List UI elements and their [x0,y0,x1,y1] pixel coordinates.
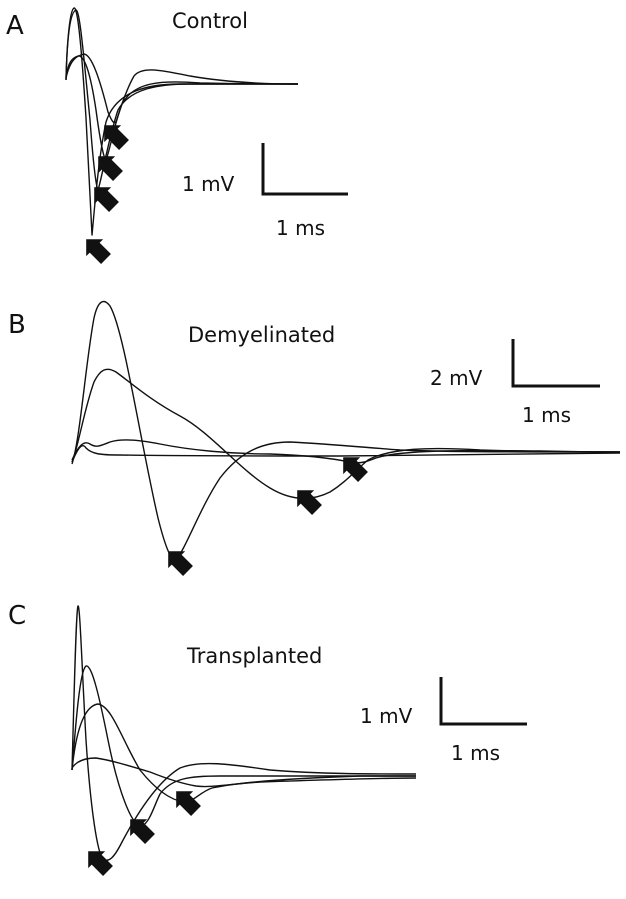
panel-letter: A [6,11,24,41]
peak-arrow [104,125,129,150]
scale-voltage-label: 1 mV [182,172,235,196]
panel-a: A Control 1 mV 1 ms [6,7,348,264]
scale-time-label: 1 ms [451,741,500,765]
peak-arrow [176,791,201,816]
peak-arrow [343,457,368,482]
scale-bar [511,339,600,388]
peak-arrow [94,187,119,212]
peak-arrow [168,551,193,576]
peak-arrow [88,851,113,876]
trace-4 [71,445,621,463]
panel-c: C Transplanted 1 mV 1 ms [8,601,527,876]
peak-arrow [297,490,322,515]
condition-label: Demyelinated [188,323,335,347]
scale-time-label: 1 ms [522,403,571,427]
scale-voltage-label: 1 mV [360,704,413,728]
scale-bar [261,143,348,196]
trace-1 [71,300,621,561]
scale-time-label: 1 ms [276,216,325,240]
trace-2 [71,368,621,500]
condition-label: Control [172,9,248,33]
condition-label: Transplanted [186,644,322,668]
trace-1 [71,605,417,861]
scale-bar [439,677,527,726]
panel-letter: B [8,310,26,340]
panel-b: B Demyelinated 2 mV 1 ms [8,300,621,576]
peak-arrow [98,156,123,181]
scale-voltage-label: 2 mV [430,366,483,390]
trace-3 [71,439,621,464]
panel-letter: C [8,601,26,631]
trace-4 [71,757,417,788]
trace-2 [71,665,416,827]
peak-arrow [130,819,155,844]
trace-4 [65,53,299,124]
peak-arrow [86,239,111,264]
